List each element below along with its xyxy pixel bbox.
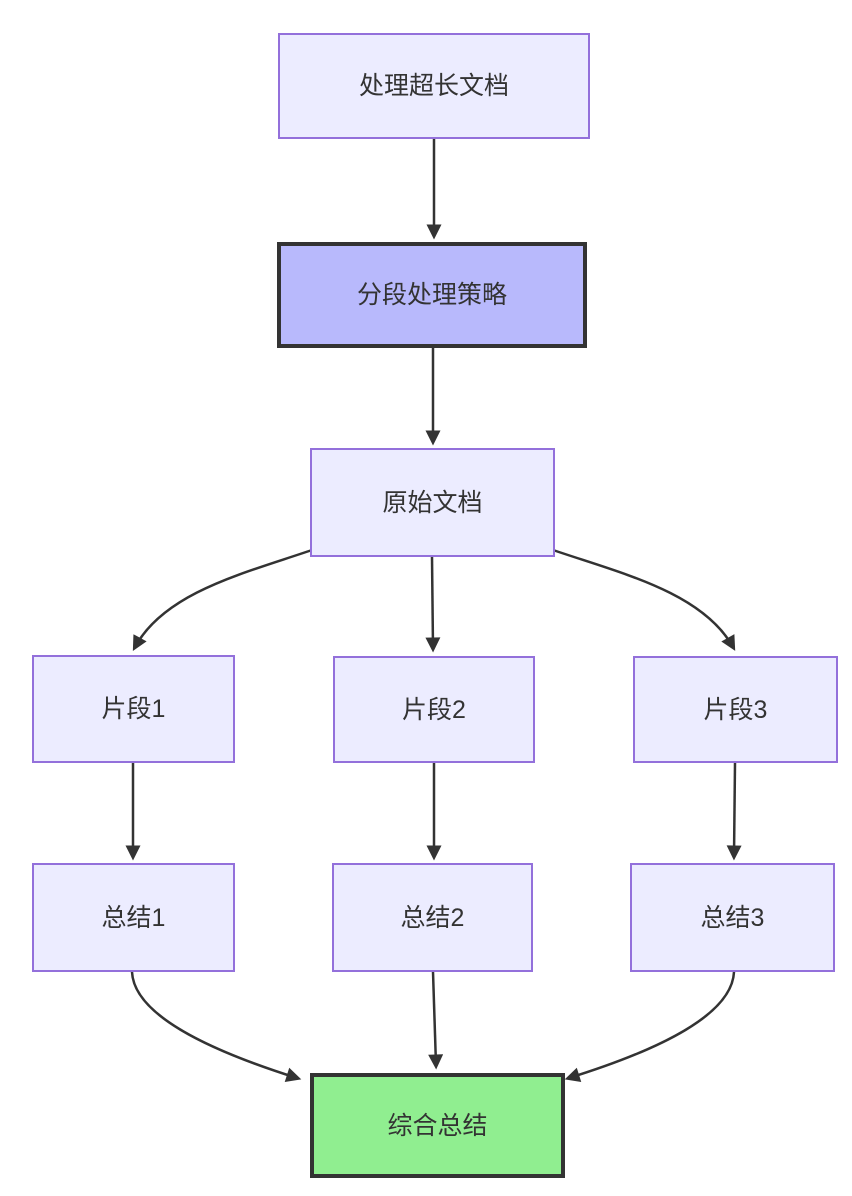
edge-summary2-to-final — [428, 971, 444, 1070]
edge-summary3-to-final — [564, 971, 736, 1083]
node-summary-3-label: 总结3 — [700, 903, 765, 932]
node-fragment-3: 片段3 — [633, 656, 838, 763]
node-summary-3: 总结3 — [630, 863, 835, 972]
node-segment-strategy: 分段处理策略 — [277, 242, 587, 348]
node-segment-strategy-label: 分段处理策略 — [356, 281, 507, 309]
edge-original-to-fragment1 — [132, 548, 313, 651]
node-original-doc-label: 原始文档 — [382, 488, 483, 517]
node-final-summary: 综合总结 — [310, 1073, 565, 1178]
node-summary-2: 总结2 — [332, 863, 533, 972]
node-fragment-3-label: 片段3 — [703, 695, 768, 724]
edge-original-to-fragment2 — [425, 556, 441, 653]
node-original-doc: 原始文档 — [310, 448, 555, 557]
edge-fragment3-to-summary3 — [726, 762, 742, 861]
edge-summary1-to-final — [130, 971, 302, 1082]
node-fragment-2-label: 片段2 — [402, 695, 466, 724]
node-final-summary-label: 综合总结 — [387, 1111, 488, 1140]
node-fragment-1-label: 片段1 — [101, 695, 166, 723]
node-summary-1-label: 总结1 — [101, 903, 166, 932]
node-process-long-doc: 处理超长文档 — [278, 33, 590, 139]
node-fragment-1: 片段1 — [32, 655, 235, 763]
node-fragment-2: 片段2 — [333, 656, 535, 763]
edge-original-to-fragment3 — [552, 548, 736, 651]
node-process-long-doc-label: 处理超长文档 — [358, 72, 509, 100]
node-summary-2-label: 总结2 — [400, 903, 465, 932]
node-summary-1: 总结1 — [32, 863, 235, 972]
